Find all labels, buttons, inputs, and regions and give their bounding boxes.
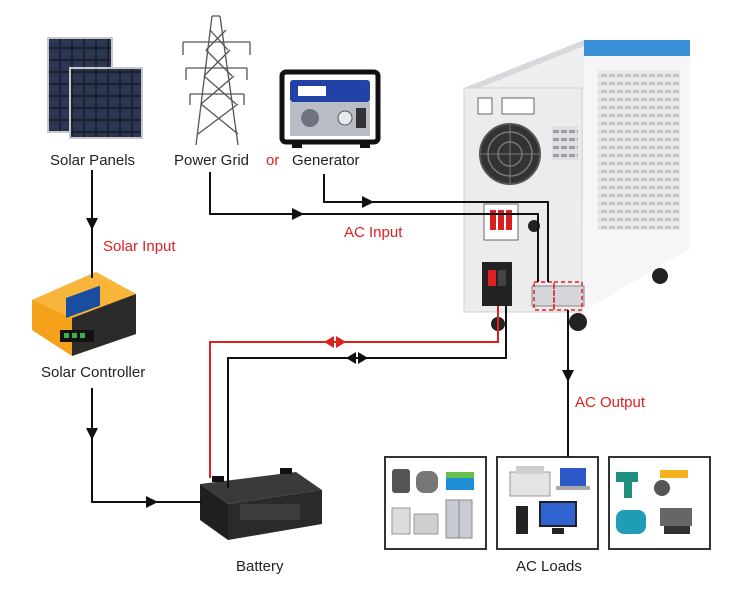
wiring <box>91 170 569 503</box>
or-label: or <box>266 152 280 169</box>
arrow-battery-negative-right <box>358 352 368 364</box>
solar-panel-icon <box>47 37 143 139</box>
solar-controller-icon <box>32 272 136 356</box>
arrow-battery-positive-left <box>324 336 334 348</box>
arrow-generator-right <box>362 196 374 208</box>
wire-generator-ac-input <box>323 174 549 282</box>
wire-grid-ac-input <box>209 172 539 282</box>
generator-icon <box>279 69 381 148</box>
flow-arrows <box>86 196 574 508</box>
arrow-battery-negative-left <box>346 352 356 364</box>
power-tools-icon <box>608 456 711 550</box>
ac-input-label: AC Input <box>344 224 403 241</box>
arrow-solar-down <box>86 218 98 230</box>
wire-battery-positive <box>209 306 499 478</box>
ac-loads-label: AC Loads <box>516 558 582 575</box>
solar-input-label: Solar Input <box>103 238 176 255</box>
arrow-controller-down <box>86 428 98 440</box>
power-grid-label: Power Grid <box>174 152 250 169</box>
wire-controller-battery <box>91 388 202 503</box>
battery-label: Battery <box>236 558 284 575</box>
generator-label: Generator <box>292 152 360 169</box>
electronics-icon <box>496 456 599 550</box>
arrow-battery-positive-right <box>336 336 346 348</box>
arrow-battery-right <box>146 496 158 508</box>
battery-icon <box>200 468 322 540</box>
arrow-ac-output-down <box>562 370 574 382</box>
ac-output-label: AC Output <box>575 394 646 411</box>
inverter-icon <box>463 40 690 331</box>
appliances-icon <box>384 456 487 550</box>
arrow-grid-right <box>292 208 304 220</box>
power-pylon-icon <box>182 15 251 146</box>
solar-controller-label: Solar Controller <box>41 364 146 381</box>
solar-panels-label: Solar Panels <box>50 152 136 169</box>
